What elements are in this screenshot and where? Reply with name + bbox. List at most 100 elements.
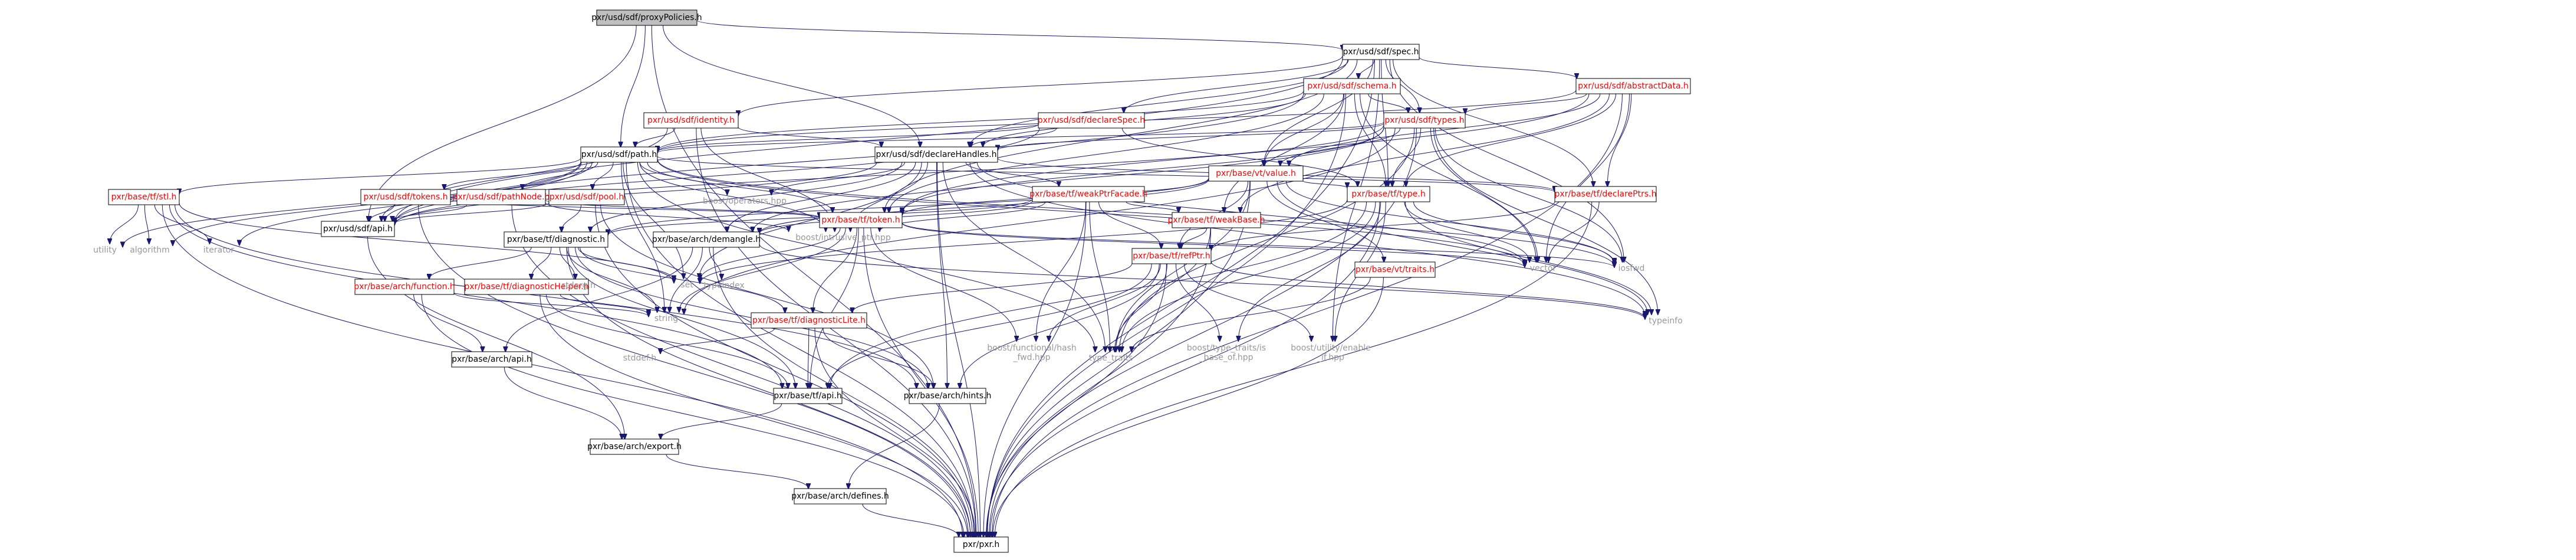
node-pathNode[interactable]: pxr/usd/sdf/pathNode.h [453, 189, 550, 205]
edge-declareHandles-to-diagnostic [590, 162, 903, 232]
edge-tfHash-to-tfApi [169, 204, 782, 388]
node-refPtr[interactable]: pxr/base/tf/refPtr.h [1131, 248, 1212, 264]
node-value[interactable]: pxr/base/vt/value.h [1208, 165, 1304, 182]
edge-pool-to-pxr [595, 204, 972, 537]
edge-weakPtrFacade-to-weakBase [1126, 201, 1179, 212]
edge-schema-to-token [889, 93, 1324, 212]
edge-types-to-declareHandles [998, 123, 1384, 150]
edge-archApi-to-archExport [504, 366, 621, 439]
edge-weakPtrFacade-to-refPtr [1098, 201, 1162, 248]
node-label-typeindex: typeindex [703, 281, 745, 290]
edge-declareHandles-to-set [699, 162, 922, 279]
node-diagHelper[interactable]: pxr/base/tf/diagnosticHelper.h [464, 279, 589, 295]
node-enableIf: boost/utility/enable_if.hpp [1291, 343, 1371, 362]
edge-diagHelper-to-tfApi [546, 294, 788, 388]
node-tfApi[interactable]: pxr/base/tf/api.h [773, 388, 843, 404]
node-tokens[interactable]: pxr/usd/sdf/tokens.h [360, 189, 451, 205]
node-label-token: pxr/base/tf/token.h [821, 215, 900, 225]
edge-token-to-iosfwd [902, 222, 1614, 267]
node-label-iterator: iterator [203, 245, 234, 255]
edge-spec-to-schema [1358, 59, 1375, 78]
node-label-archApi: pxr/base/arch/api.h [452, 355, 532, 364]
edge-schema-to-types [1368, 93, 1409, 113]
edge-path-to-pxr [626, 162, 974, 537]
edge-declareHandles-to-sdfApi [394, 162, 877, 224]
edge-abstractData-to-pxr [992, 93, 1623, 537]
node-label-baseOf-0: boost/type_traits/is [1187, 343, 1266, 353]
node-declareSpec[interactable]: pxr/usd/sdf/declareSpec.h [1038, 112, 1145, 129]
node-label-typeinfo: typeinfo [1649, 316, 1683, 326]
node-label-string: string [654, 314, 678, 323]
node-declarePtrs[interactable]: pxr/base/tf/declarePtrs.h [1554, 186, 1657, 202]
node-traits[interactable]: pxr/base/vt/traits.h [1354, 261, 1436, 278]
node-spec[interactable]: pxr/usd/sdf/spec.h [1342, 44, 1420, 60]
edge-tfHash-to-pxr [162, 204, 962, 537]
node-box-demangle [653, 231, 760, 248]
node-schema[interactable]: pxr/usd/sdf/schema.h [1303, 78, 1401, 94]
node-path[interactable]: pxr/usd/sdf/path.h [580, 146, 658, 163]
edge-demangle-to-pxr [713, 247, 975, 537]
edge-types-to-string [684, 127, 1396, 314]
node-archExport[interactable]: pxr/base/arch/export.h [587, 438, 682, 455]
node-weakBase[interactable]: pxr/base/tf/weakBase.h [1167, 212, 1265, 228]
node-box-root [596, 9, 698, 26]
edge-path-to-pool [593, 162, 614, 189]
edge-spec-to-declarePtrs [1393, 59, 1594, 186]
node-declareHandles[interactable]: pxr/usd/sdf/declareHandles.h [874, 146, 998, 163]
edge-diagLite-to-pxr [814, 328, 975, 537]
node-label-schema: pxr/usd/sdf/schema.h [1307, 81, 1396, 91]
node-tfType[interactable]: pxr/base/tf/type.h [1347, 186, 1430, 202]
edge-tokens-to-pxr [418, 204, 969, 537]
node-label-pathNode: pxr/usd/sdf/pathNode.h [453, 192, 550, 202]
node-box-pathNode [456, 189, 546, 205]
edge-abstractData-to-value [1289, 93, 1601, 166]
node-label-value: pxr/base/vt/value.h [1216, 169, 1296, 178]
edge-declareHandles-to-operators [771, 162, 905, 195]
node-demangle[interactable]: pxr/base/arch/demangle.h [652, 231, 761, 248]
node-box-archApi [451, 351, 532, 368]
edge-spec-to-sdfApi [394, 58, 1343, 222]
node-functionH[interactable]: pxr/base/arch/function.h [354, 279, 455, 295]
node-hints[interactable]: pxr/base/arch/hints.h [904, 388, 992, 404]
edge-tfType-to-typeinfo [1404, 201, 1651, 315]
node-tfHash[interactable]: pxr/base/tf/stl.h [108, 189, 180, 205]
edge-tfType-to-set [700, 199, 1348, 283]
node-archDefines[interactable]: pxr/base/arch/defines.h [791, 488, 889, 505]
node-label-operators: boost/operators.hpp [703, 197, 787, 206]
edge-pool-to-hints [600, 204, 934, 388]
node-types[interactable]: pxr/usd/sdf/types.h [1383, 112, 1466, 129]
edge-types-to-pxr [989, 127, 1417, 537]
node-iosfwd: iosfwd [1618, 264, 1645, 273]
edge-identity-to-path [635, 127, 676, 147]
node-identity[interactable]: pxr/usd/sdf/identity.h [643, 112, 739, 129]
node-abstractData[interactable]: pxr/usd/sdf/abstractData.h [1575, 78, 1691, 94]
node-label-pool: pxr/usd/sdf/pool.h [550, 192, 624, 202]
node-typeinfo: typeinfo [1649, 316, 1683, 326]
node-sdfApi[interactable]: pxr/usd/sdf/api.h [321, 221, 395, 237]
edge-tfType-to-vector [1404, 201, 1529, 262]
node-diagnostic[interactable]: pxr/base/tf/diagnostic.h [504, 231, 608, 248]
node-algorithm: algorithm [130, 245, 170, 255]
edge-path-to-tfHash [179, 158, 581, 194]
node-box-archDefines [794, 488, 887, 505]
edge-pathNode-to-pxr [511, 204, 970, 537]
edges-layer [110, 19, 1658, 537]
node-label-spec: pxr/usd/sdf/spec.h [1343, 47, 1419, 57]
node-box-refPtr [1131, 248, 1212, 264]
node-weakPtrFacade[interactable]: pxr/base/tf/weakPtrFacade.h [1029, 186, 1147, 202]
edge-tfHash-to-hints [175, 204, 917, 388]
node-label-refPtr: pxr/base/tf/refPtr.h [1133, 251, 1210, 261]
node-root[interactable]: pxr/usd/sdf/proxyPolicies.h [591, 9, 702, 26]
node-archApi[interactable]: pxr/base/arch/api.h [451, 351, 532, 368]
edge-types-to-typeinfo [1433, 127, 1658, 315]
node-box-token [819, 212, 903, 228]
node-pxr[interactable]: pxr/pxr.h [953, 536, 1009, 553]
edge-traits-to-pxr [993, 277, 1384, 537]
node-pool[interactable]: pxr/usd/sdf/pool.h [548, 189, 625, 205]
node-token[interactable]: pxr/base/tf/token.h [819, 212, 903, 228]
edge-demangle-to-archApi [505, 247, 693, 352]
edge-archExport-to-archDefines [666, 454, 808, 489]
node-label-traits: pxr/base/vt/traits.h [1356, 265, 1435, 274]
node-diagLite[interactable]: pxr/base/tf/diagnosticLite.h [751, 312, 867, 329]
